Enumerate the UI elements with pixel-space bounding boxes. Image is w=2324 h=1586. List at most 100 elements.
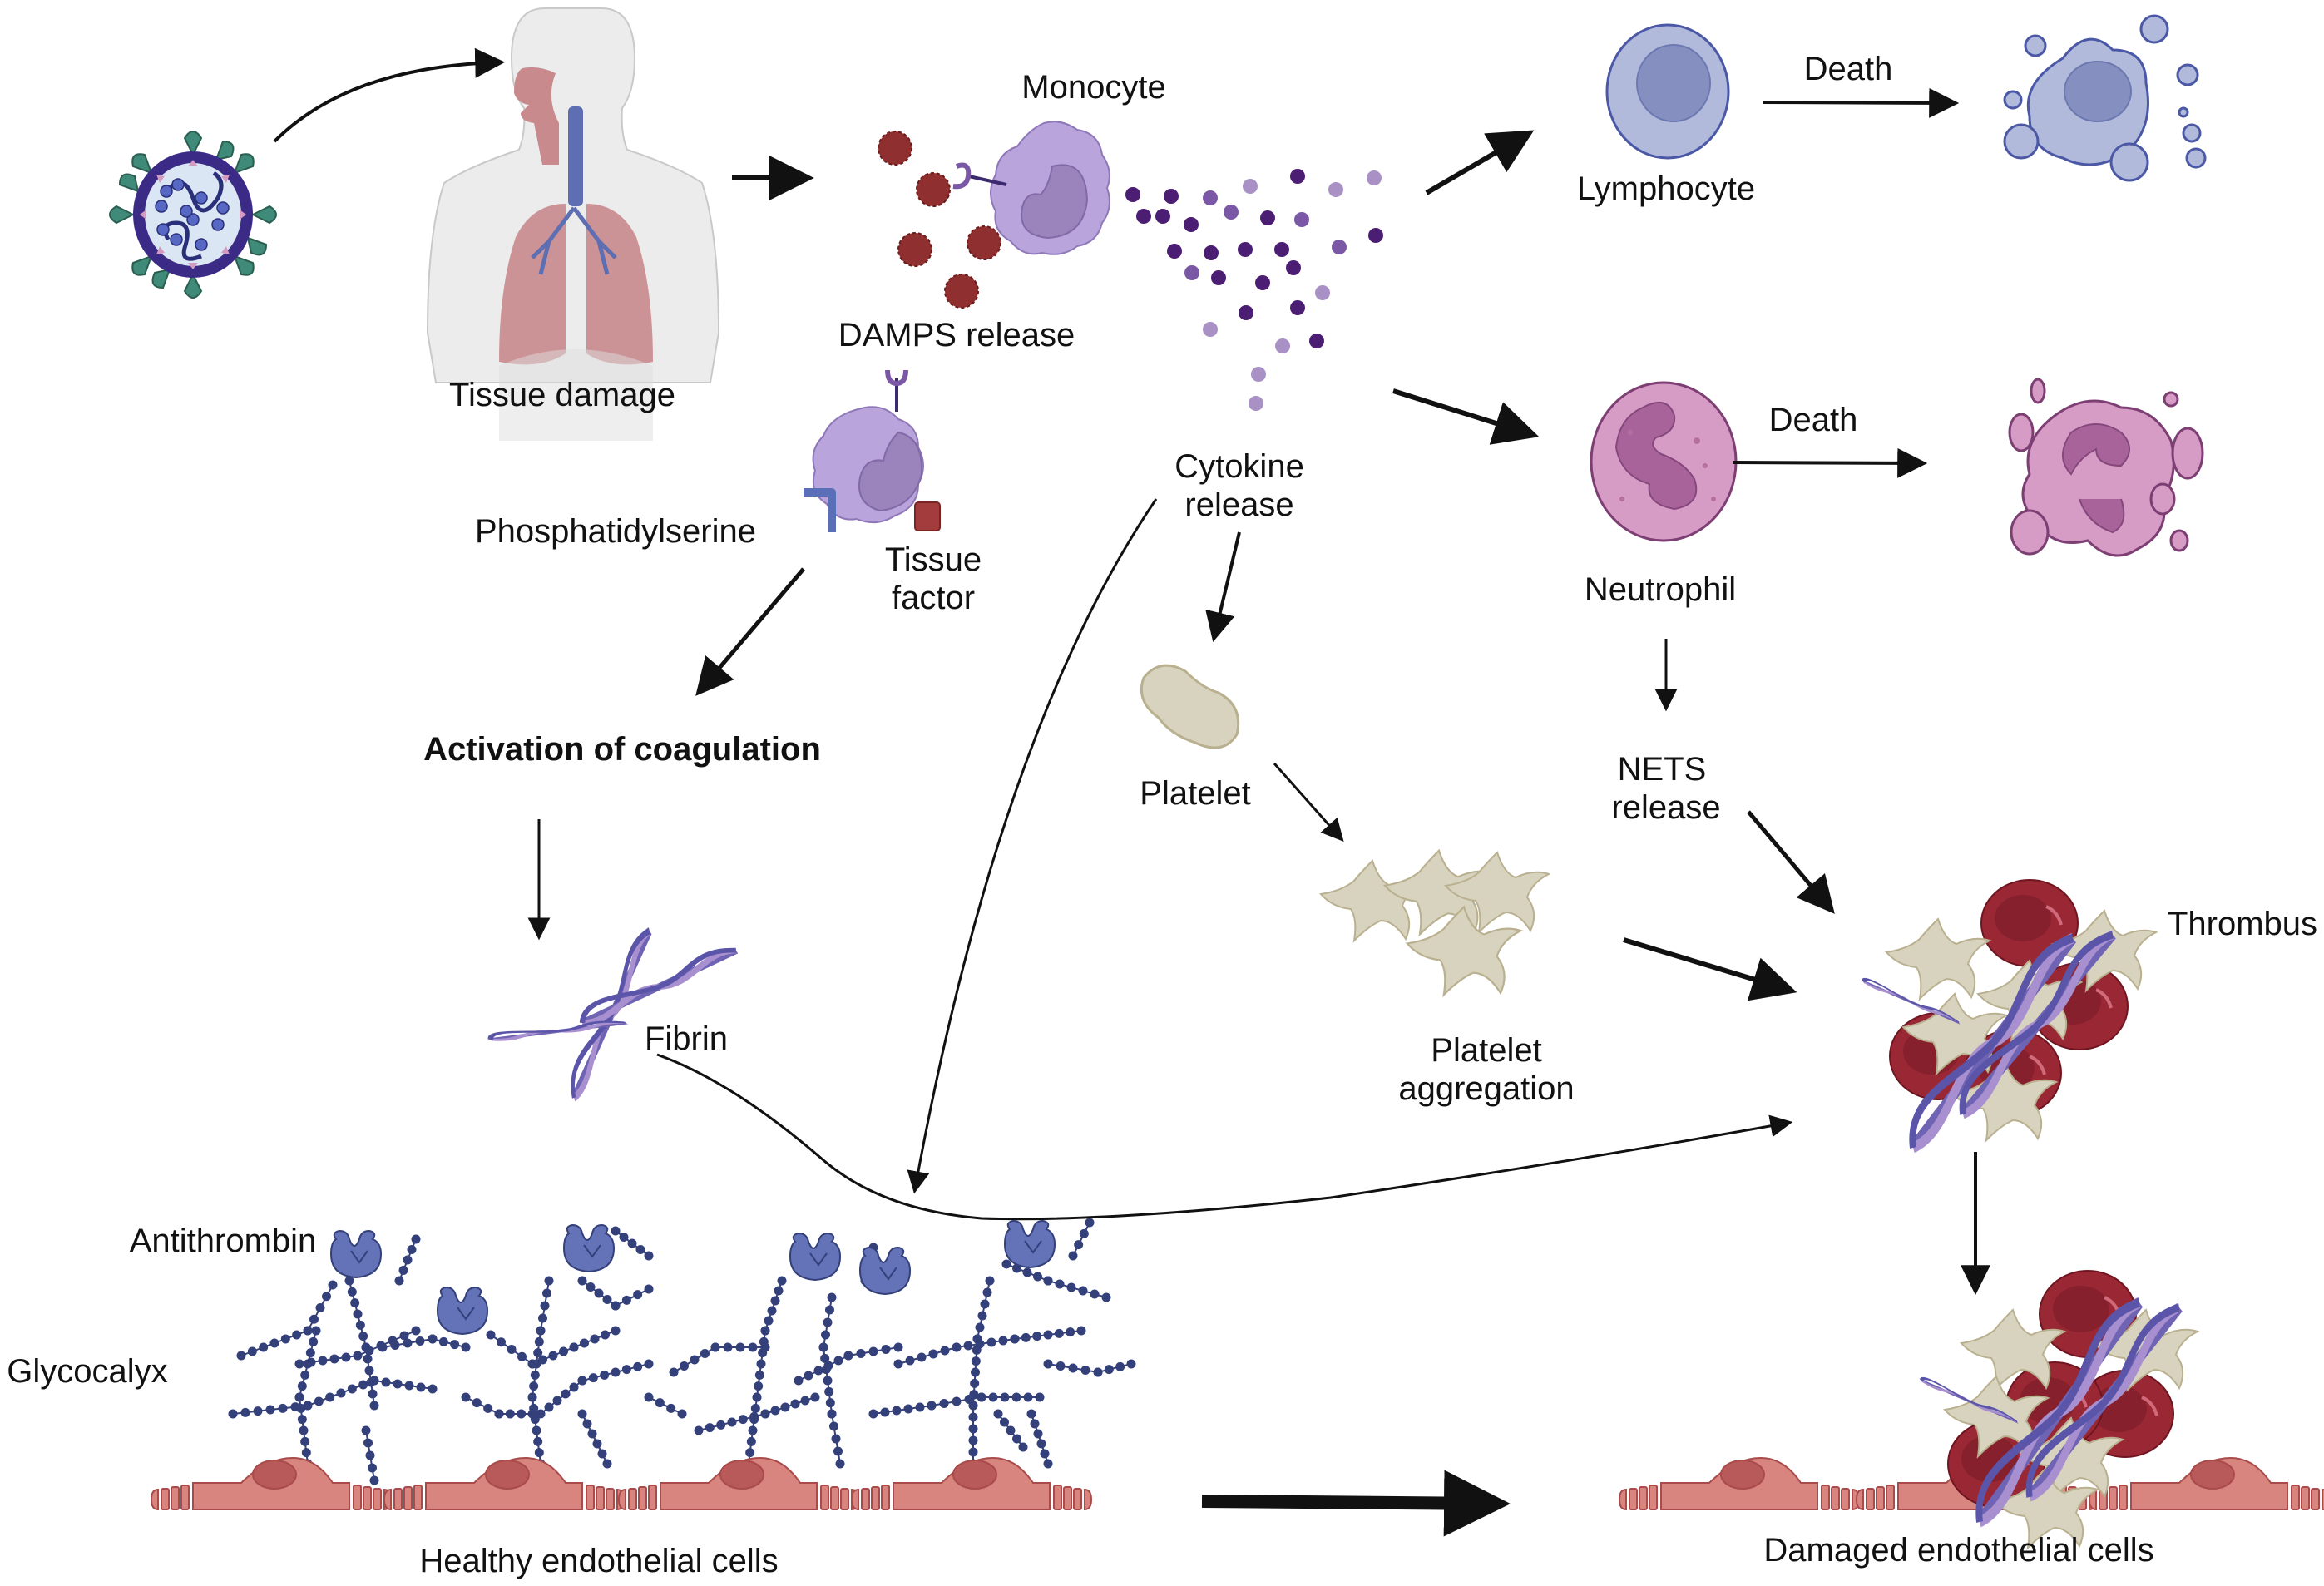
glycocalyx-bead: [644, 1284, 654, 1294]
glycocalyx-bead: [364, 1366, 374, 1376]
glycocalyx-bead: [774, 1286, 784, 1296]
glycocalyx-bead: [968, 1424, 978, 1434]
glycocalyx-bead: [1026, 1409, 1036, 1419]
glycocalyx-bead: [311, 1326, 321, 1336]
glycocalyx-bead: [278, 1403, 288, 1413]
glycocalyx-bead: [534, 1448, 544, 1458]
glycocalyx-bead: [544, 1276, 554, 1286]
arrow-cytokine-to-endothelium: [907, 498, 1158, 1194]
glycocalyx-bead: [300, 1436, 310, 1446]
glycocalyx-bead: [756, 1359, 766, 1369]
glycocalyx-bead: [750, 1403, 760, 1413]
glycocalyx-bead: [1023, 1392, 1033, 1402]
glycocalyx-bead: [621, 1365, 631, 1375]
glycocalyx-bead: [752, 1392, 762, 1402]
glycocalyx-bead: [1011, 1392, 1021, 1402]
glycocalyx-bead: [411, 1326, 421, 1336]
glycocalyx-bead: [1085, 1218, 1095, 1228]
glycocalyx-bead: [497, 1337, 506, 1347]
glycocalyx-bead: [552, 1396, 562, 1406]
glycocalyx-bead: [655, 1398, 665, 1408]
glycocalyx-bead: [544, 1402, 554, 1412]
glycocalyx-bead: [790, 1399, 800, 1409]
glycocalyx-bead: [534, 1336, 544, 1346]
glycocalyx-bead: [1074, 1240, 1084, 1250]
glycocalyx-bead: [611, 1367, 621, 1377]
glycocalyx-bead: [415, 1336, 425, 1346]
glycocalyx-bead: [635, 1245, 645, 1254]
glycocalyx-bead: [843, 1351, 853, 1361]
dying-neutrophil-icon: [2008, 378, 2204, 557]
glycocalyx-bead: [294, 1359, 304, 1369]
glycocalyx-bead: [644, 1392, 654, 1402]
arrow-aggregation-to-thrombus: [1623, 937, 1797, 1001]
label-glycocalyx: Glycocalyx: [7, 1353, 167, 1390]
glycocalyx-bead: [1104, 1365, 1114, 1375]
glycocalyx-bead: [794, 1376, 804, 1386]
cytokine-dot: [1224, 205, 1239, 220]
arrow-cytokine-to-lymphocyte: [1425, 130, 1535, 195]
glycocalyx-bead: [804, 1371, 813, 1381]
label-neutrophil: Neutrophil: [1585, 571, 1736, 608]
glycocalyx-bead: [745, 1448, 755, 1458]
label-nets-release-line1: NETS: [1618, 751, 1707, 788]
glycocalyx-bead: [611, 1226, 621, 1236]
glycocalyx-bead: [428, 1384, 438, 1394]
cytokine-dot: [1203, 190, 1218, 205]
glycocalyx-bead: [825, 1305, 834, 1315]
glycocalyx-bead: [494, 1409, 504, 1419]
glycocalyx-bead: [517, 1409, 527, 1419]
glycocalyx-bead: [1010, 1334, 1020, 1344]
glycocalyx-bead: [365, 1450, 375, 1460]
glycocalyx-bead: [993, 1409, 1003, 1419]
label-cytokine-release-line1: Cytokine: [1174, 448, 1304, 485]
glycocalyx-bead: [309, 1336, 319, 1346]
glycocalyx-bead: [928, 1349, 938, 1359]
fibrin-strand-icon: [490, 917, 735, 1098]
cytokine-dot: [1203, 322, 1218, 337]
glycocalyx-bead: [1022, 1267, 1032, 1277]
label-fibrin: Fibrin: [645, 1020, 728, 1057]
glycocalyx-bead: [461, 1342, 471, 1352]
glycocalyx-bead: [416, 1382, 426, 1392]
glycocalyx-bead: [972, 1345, 982, 1355]
glycocalyx-bead: [1056, 1361, 1066, 1371]
glycocalyx-bead: [1054, 1328, 1064, 1338]
glycocalyx-bead: [1043, 1276, 1053, 1286]
arrow-neutrophil-death: [1732, 447, 1928, 478]
glycocalyx-bead: [428, 1334, 438, 1344]
glycocalyx-bead: [532, 1425, 541, 1435]
glycocalyx-bead: [1012, 1434, 1021, 1444]
glycocalyx-bead: [690, 1355, 700, 1365]
glycocalyx-bead: [1090, 1289, 1100, 1299]
tissue-factor-icon: [914, 501, 941, 531]
glycocalyx-bead: [533, 1436, 543, 1446]
glycocalyx-bead: [533, 1348, 543, 1358]
glycocalyx-bead: [903, 1404, 913, 1414]
glycocalyx-bead: [486, 1330, 496, 1340]
glycocalyx-bead: [1115, 1361, 1125, 1371]
cytokine-dot: [1164, 189, 1179, 204]
glycocalyx-bead: [597, 1449, 607, 1459]
arrow-to-coagulation: [695, 567, 805, 696]
glycocalyx-bead: [968, 1401, 978, 1411]
glycocalyx-bead: [986, 1337, 996, 1347]
glycocalyx-bead: [611, 1301, 621, 1311]
label-damps-release: DAMPS release: [838, 317, 1075, 353]
arrow-nets-to-thrombus: [1747, 810, 1835, 914]
glycocalyx-bead: [748, 1342, 758, 1352]
glycocalyx-bead: [800, 1396, 810, 1406]
glycocalyx-bead: [381, 1377, 391, 1387]
glycocalyx-bead: [971, 1367, 980, 1377]
glycocalyx-bead: [292, 1330, 302, 1340]
glycocalyx-chain: [748, 1280, 783, 1465]
glycocalyx-bead: [868, 1409, 878, 1419]
glycocalyx-bead: [619, 1233, 629, 1242]
glycocalyx-bead: [810, 1392, 820, 1402]
endothelial-cell-icon: [151, 1457, 1092, 1510]
glycocalyx-bead: [350, 1298, 360, 1308]
glycocalyx-bead: [881, 1345, 891, 1354]
glycocalyx-bead: [1068, 1363, 1078, 1373]
glycocalyx-bead: [297, 1415, 307, 1425]
